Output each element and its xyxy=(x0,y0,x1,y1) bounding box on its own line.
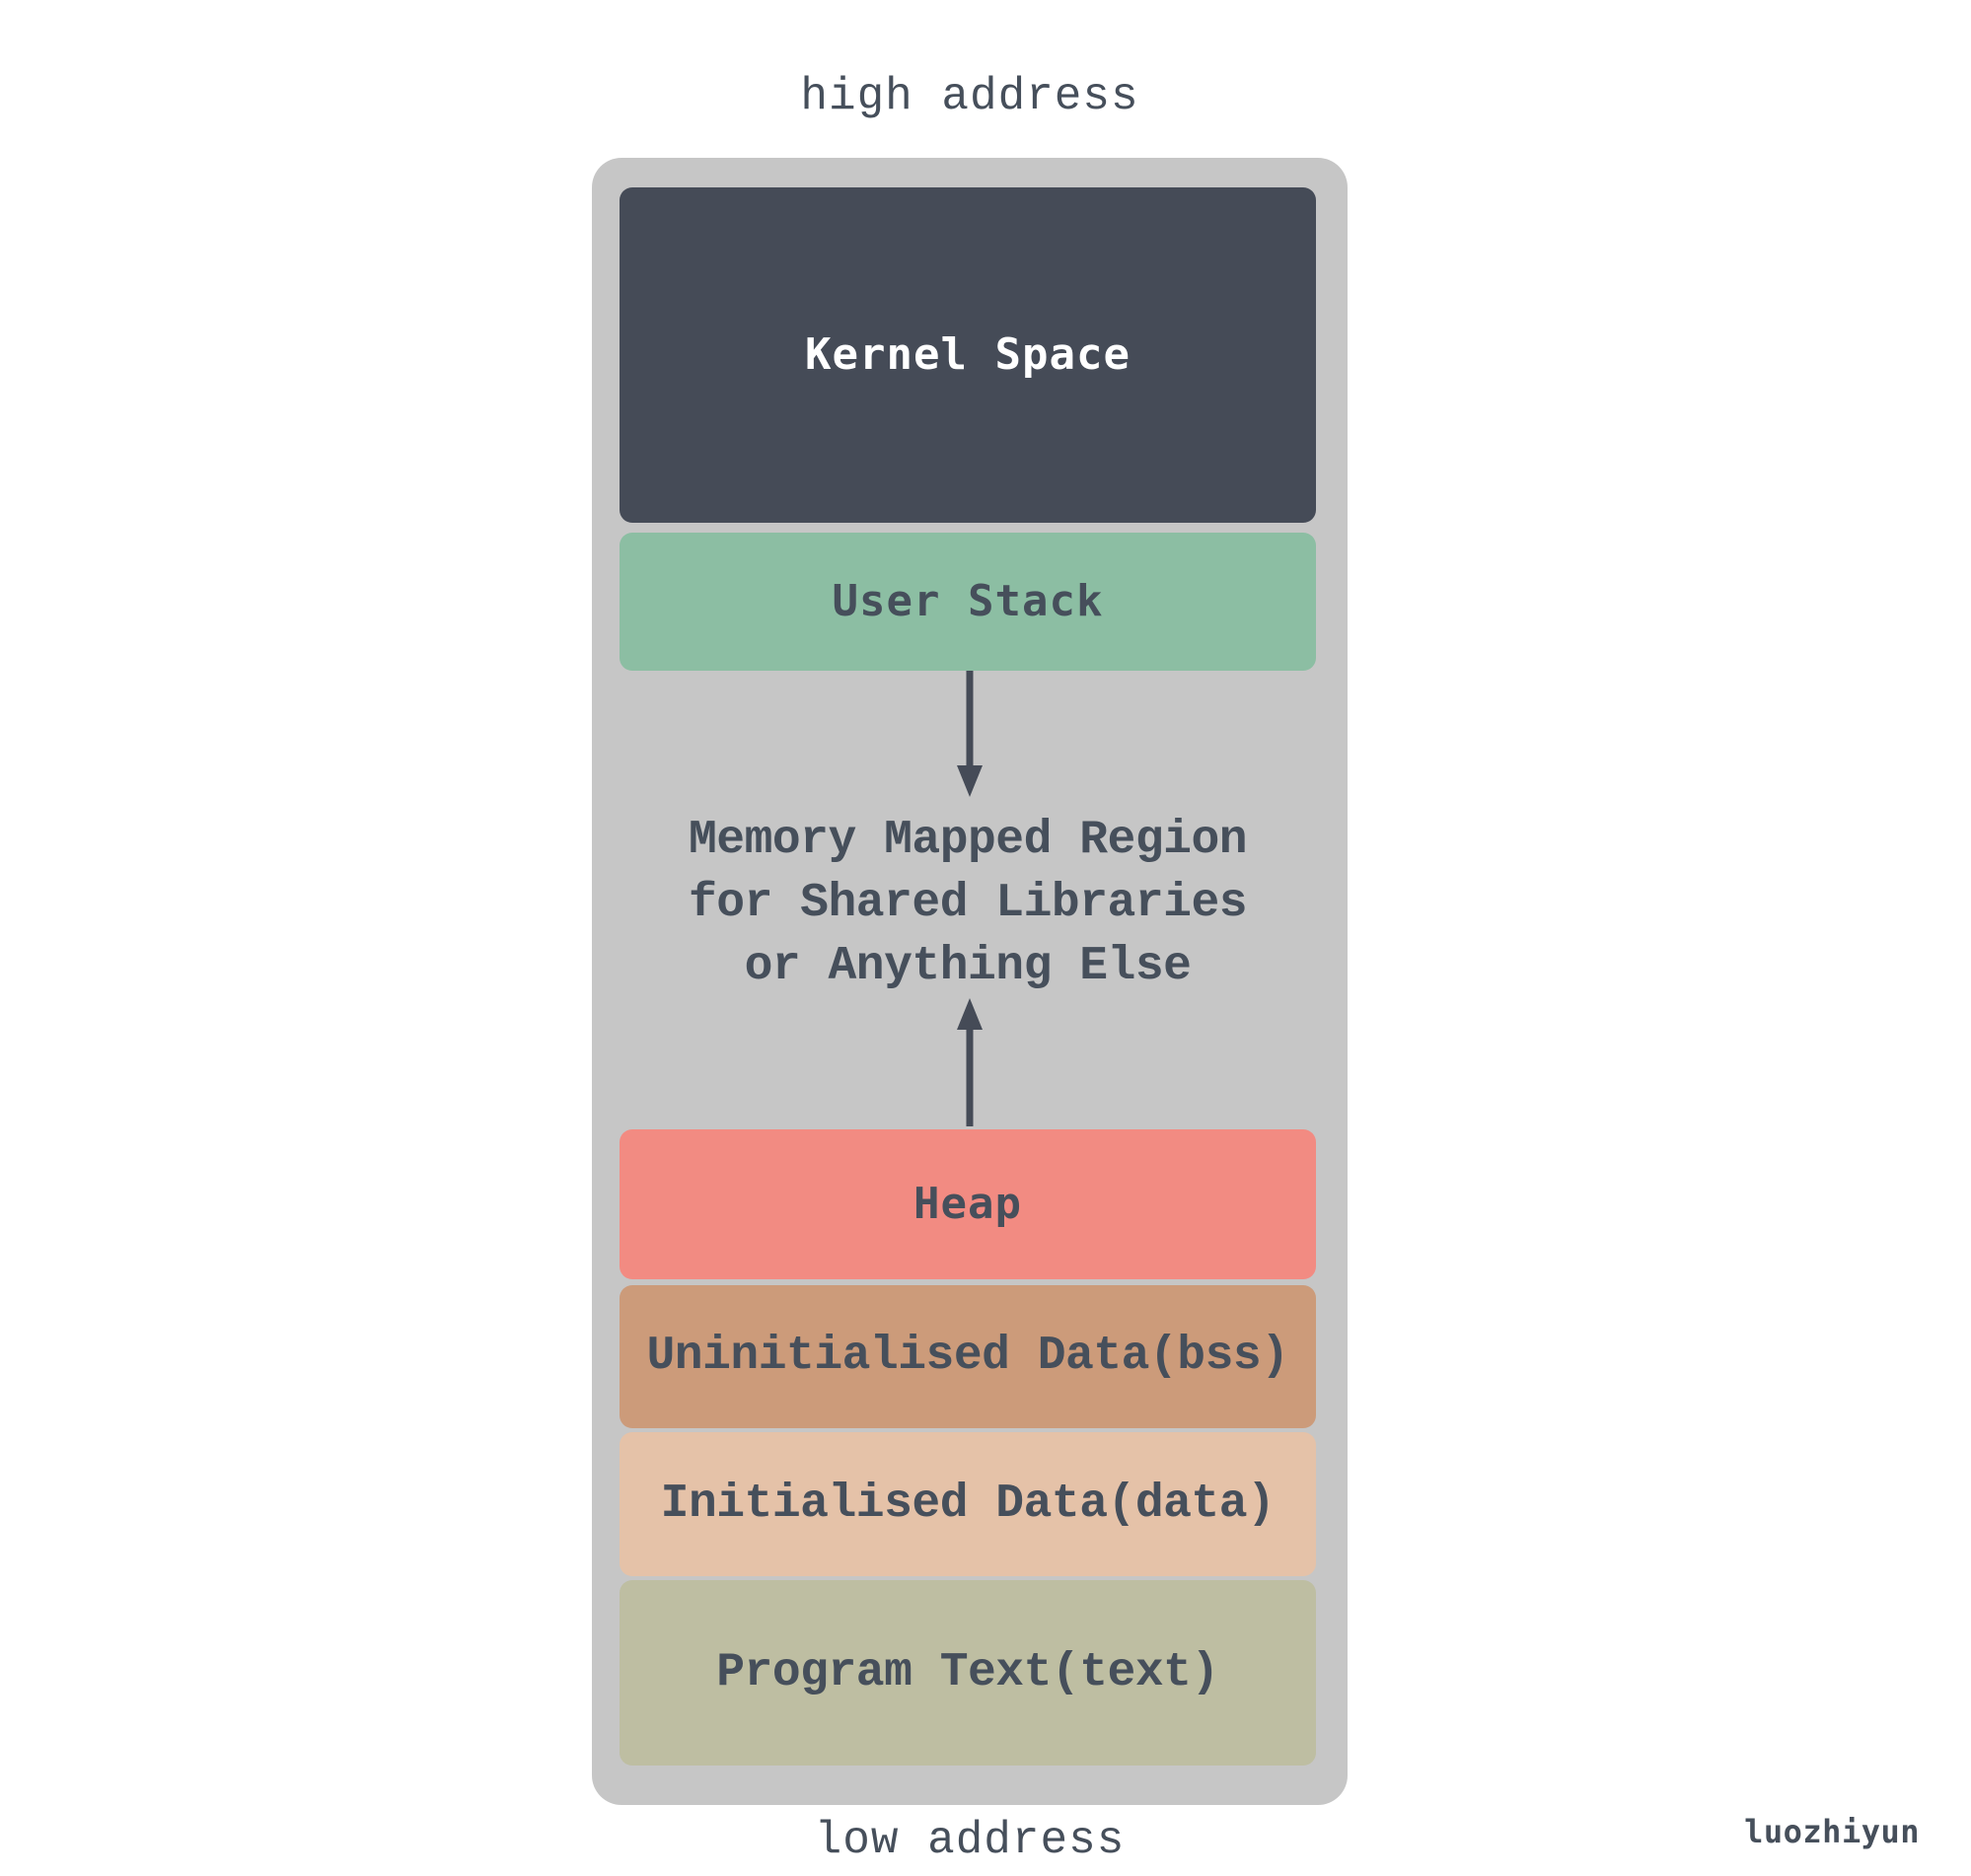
segment-kernel-space-label: Kernel Space xyxy=(805,328,1131,380)
memory-mapped-region-description: Memory Mapped Region for Shared Librarie… xyxy=(620,809,1316,998)
segment-kernel-space: Kernel Space xyxy=(620,187,1316,523)
mapped-region-line-2: for Shared Libraries xyxy=(688,877,1248,930)
heap-grows-up-arrow-icon xyxy=(957,998,983,1126)
segment-user-stack: User Stack xyxy=(620,533,1316,671)
segment-user-stack-label: User Stack xyxy=(832,575,1104,626)
segment-initialised-data-label: Initialised Data(data) xyxy=(660,1477,1276,1531)
segment-heap-label: Heap xyxy=(913,1178,1022,1229)
segment-uninitialised-data-bss-label: Uninitialised Data(bss) xyxy=(646,1330,1289,1384)
low-address-label: low address xyxy=(814,1815,1126,1866)
segment-program-text: Program Text(text) xyxy=(620,1580,1316,1766)
memory-address-space-container: Kernel Space User Stack Memory Mapped Re… xyxy=(592,158,1348,1805)
segment-heap: Heap xyxy=(620,1129,1316,1279)
segment-uninitialised-data-bss: Uninitialised Data(bss) xyxy=(620,1285,1316,1428)
segment-program-text-label: Program Text(text) xyxy=(716,1645,1219,1699)
mapped-region-line-1: Memory Mapped Region xyxy=(688,814,1248,867)
high-address-label: high address xyxy=(800,71,1139,122)
segment-initialised-data: Initialised Data(data) xyxy=(620,1432,1316,1576)
mapped-region-line-3: or Anything Else xyxy=(744,940,1192,993)
stack-grows-down-arrow-icon xyxy=(957,671,983,797)
author-watermark: luozhiyun xyxy=(1744,1813,1920,1850)
